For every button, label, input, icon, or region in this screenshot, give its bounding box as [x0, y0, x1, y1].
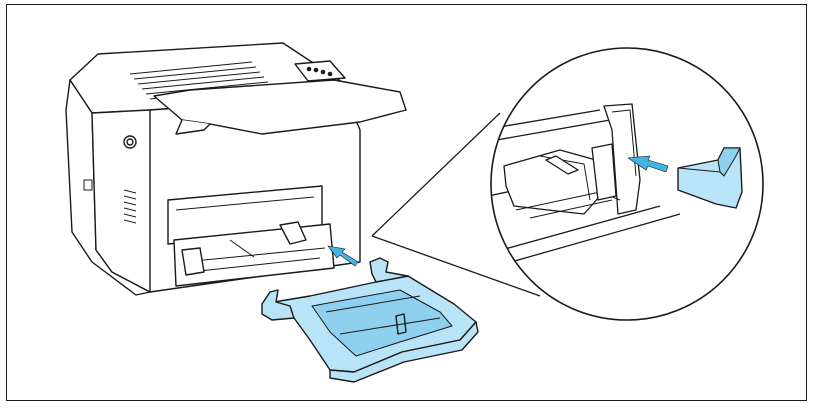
insert-arrow: [327, 245, 359, 267]
status-light-icon: [320, 69, 326, 75]
guide-block: [503, 149, 601, 215]
status-light-icon: [306, 66, 312, 72]
side-vent-icon: [123, 189, 137, 224]
paper-guide: [181, 247, 205, 276]
tray-right-tab: [369, 257, 409, 283]
magnified-detail: [490, 47, 764, 321]
port-icon: [83, 179, 93, 191]
detail-arrow: [627, 155, 669, 173]
status-light-icon: [313, 67, 319, 73]
magnifier-leader-lines: [371, 112, 541, 297]
tray-left-tab: [261, 289, 295, 321]
paper-guide: [279, 221, 307, 245]
tray-inner-floor: [311, 289, 453, 357]
status-light-icon: [327, 71, 333, 77]
tray-front-wall: [329, 321, 479, 383]
paper-tray: [261, 257, 479, 383]
guide-rail-part: [677, 147, 743, 209]
output-tray: [153, 79, 407, 135]
control-panel: [294, 60, 346, 82]
power-button-icon: [123, 135, 137, 149]
printer-illustration: [65, 42, 361, 296]
